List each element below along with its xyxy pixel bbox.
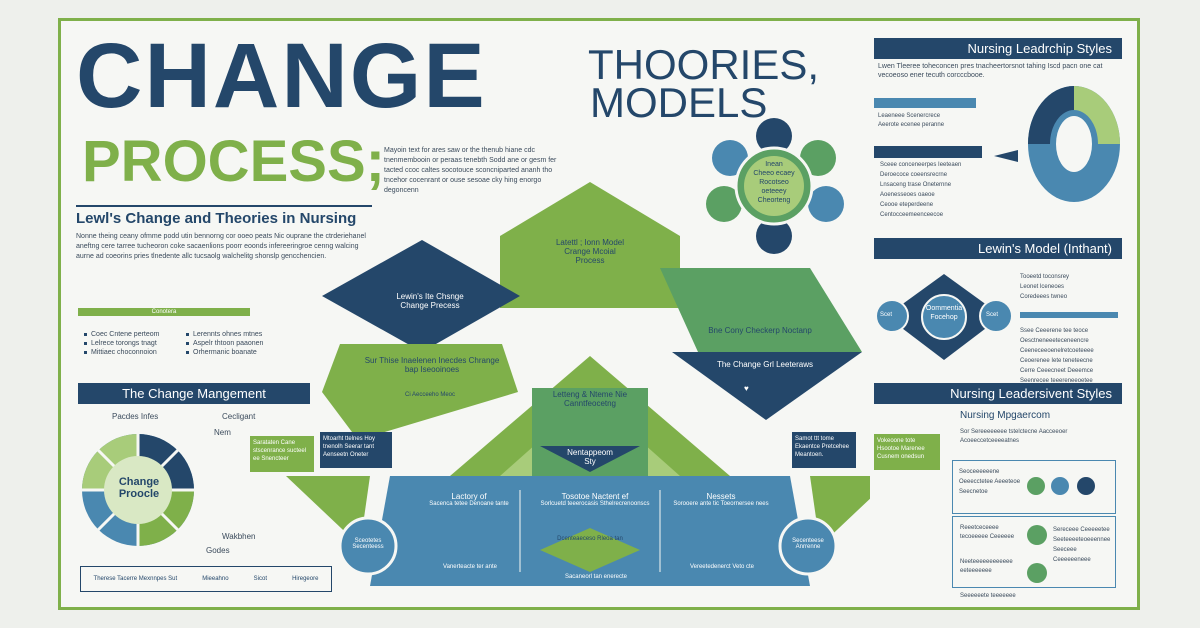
green-band-text: Sur Thise Inaelenen Inecdes Chrange bap …	[364, 356, 500, 374]
legend-item: Coec Cntene perteom	[91, 331, 160, 338]
legend-item: Aspelr thtoon paaonen	[193, 340, 264, 347]
title-models: MODELS	[590, 79, 768, 126]
left-label-3: Nem	[214, 428, 231, 437]
bottom-item: Sicot	[253, 576, 267, 582]
left-diamond-text: Lewin's Ite Chsnge Change Precess	[396, 292, 464, 310]
left-label-1: Pacdes Infes	[112, 412, 159, 421]
right-band-text: Bne Cony Checkerp Noctanp	[708, 326, 812, 335]
bottom-col-3: Nessets Sorooere ante tic Toeornersee ne…	[673, 492, 769, 507]
right-panel-3-box-1: Seoceeeeeene Oeeecctetee Aeeeteoe Seecne…	[952, 460, 1116, 514]
green-band-sub: Ci Aecceeho Meoc	[404, 392, 456, 398]
legend-item: Lelrece torongs tnagt	[91, 340, 157, 347]
bottom-diamond-text: Dcenteaeceso Rleoa tan	[557, 536, 623, 542]
bottom-footer-1: Vanerteacte ter ante	[443, 564, 497, 570]
left-legend-col1: Coec Cntene perteom Lelrece torongs tnag…	[84, 330, 159, 357]
right-panel-2-diagram	[875, 274, 1013, 360]
flower-center-text: Inean Cheeo ecaey Rocotseo oeteeey Cheor…	[753, 161, 795, 204]
bottom-footer-2: Sacaneorl tan enerecte	[564, 574, 628, 580]
bottom-col-2: Tosotoe Nactent ef Sorlcuetd teeerocasis…	[540, 492, 650, 507]
bottom-item: Hiregeore	[292, 576, 319, 582]
right-panel-3-left-boxes: Reeetceceeee tecoeeeee Ceeeeee Neeteeeee…	[960, 525, 1015, 574]
left-circle-text: Sceotetes Secenteess	[352, 538, 384, 550]
right-panel-2-side-right: Scet	[986, 312, 999, 318]
center-right-box-1: Samot ttt tome Ekaentce Pretcehee Meanto…	[792, 432, 856, 468]
bottom-item: Mieeahno	[202, 576, 229, 582]
left-text: Nonne theing ceany ofmme podd utin benno…	[76, 233, 366, 260]
right-panel-1-text: Lwen Tleeree toheconcen pres tnacheertor…	[878, 63, 1103, 79]
right-panel-1-items-1: Leaeneee Scenercrece Aeerote ecenee pera…	[878, 113, 945, 128]
center-right-box-2: Vokeoone tote Hsootoe Marenee Cusnem one…	[874, 434, 940, 470]
subtitle: Lewl's Change and Theories in Nursing	[76, 210, 357, 227]
top-pentagon-text: Latettl ; Ionn Model Crange Mcoial Proce…	[555, 238, 625, 265]
right-panel-1-header: Nursing Leadrchip Styles	[874, 38, 1122, 59]
left-label-2: Cecligant	[222, 412, 256, 421]
bottom-col-1: Lactory of Sacenca tetee Denoane tante	[429, 492, 509, 507]
left-legend-bar: Conotera	[78, 308, 250, 316]
right-panel-2-items-top: Tooeetd toconsrey Leonet lceneoes Corede…	[1020, 274, 1070, 300]
title-theories: THOORIES,	[588, 41, 820, 88]
center-left-box-2: Mtoarht ttelnes Hoy tnenolh Seerar tant …	[320, 432, 392, 468]
intro-text: Mayoin text for ares saw or the thenub h…	[384, 147, 557, 194]
pointer-arrow-icon	[994, 150, 1018, 162]
title-underline	[76, 205, 372, 207]
right-panel-3-box-2: Sereceee Ceeeeetee Seeteeeeteoeeennee Se…	[952, 516, 1116, 588]
right-circle-text: Secenteese Anrrenne	[792, 538, 824, 550]
right-panel-2-center-text: Oommentia Focehop	[925, 305, 963, 321]
right-panel-2-divider	[1020, 312, 1118, 318]
right-panel-2-items-bottom: Ssee Ceeerene tee teoce Oesctneneeetecen…	[1020, 328, 1094, 384]
change-process-donut	[82, 434, 194, 546]
right-panel-1-donut	[1028, 86, 1120, 202]
right-panel-2-header: Lewin's Model (Inthant)	[874, 238, 1122, 259]
left-label-4: Wakbhen	[222, 532, 256, 541]
bottom-item: Therese Tacerre Mexnnpes Sut	[93, 576, 178, 582]
title-process: PROCESS;	[82, 129, 385, 194]
donut-label: Change Proocle	[118, 476, 160, 500]
right-panel-3-footer: Seeeeeete teeeeeee	[960, 593, 1016, 599]
central-diagram	[286, 182, 870, 586]
left-panel-header: The Change Mangement	[78, 383, 310, 404]
right-panel-1-bar-1	[874, 98, 976, 108]
flower-diagram	[706, 118, 844, 254]
left-bottom-box: Therese Tacerre Mexnnpes Sut Mieeahno Si…	[80, 566, 332, 592]
right-diamond-text: The Change Grl Leeteraws	[716, 360, 814, 369]
bottom-footer-3: Vereetedenerct Veto cte	[689, 564, 755, 570]
legend-item: Orhermanic boanate	[193, 349, 257, 356]
right-panel-1-bar-2	[874, 146, 982, 158]
mid-dark-text: Nentappeom Sty	[567, 448, 613, 466]
right-panel-1-items-2: Sceee conceneerpes Ieeteaen Deroecoce co…	[880, 162, 962, 218]
legend-item: Lerennts ohnes mtnes	[193, 331, 263, 338]
legend-item: Mittiaec choconnoion	[91, 349, 157, 356]
right-panel-3-header: Nursing Leadersivent Styles	[874, 383, 1122, 404]
center-left-box-1: Sarataten Cane stscenrance sucteel ee Sn…	[250, 436, 314, 472]
left-legend-col2: Lerennts ohnes mtnes Aspelr thtoon paaon…	[186, 330, 263, 357]
heart-icon: ♥	[744, 384, 749, 393]
right-panel-3-items: Sor Sereeeeeeee tstelctecne Aacceeoer Ac…	[960, 429, 1068, 444]
left-label-5: Godes	[206, 546, 230, 555]
title-change: CHANGE	[76, 25, 487, 127]
right-panel-2-side-left: Scet	[880, 312, 893, 318]
mid-triangle-text: Letteng & Nteme Nie Canntfeocetng	[552, 390, 628, 408]
right-panel-3-sub: Nursing Mpgaercom	[960, 410, 1051, 421]
